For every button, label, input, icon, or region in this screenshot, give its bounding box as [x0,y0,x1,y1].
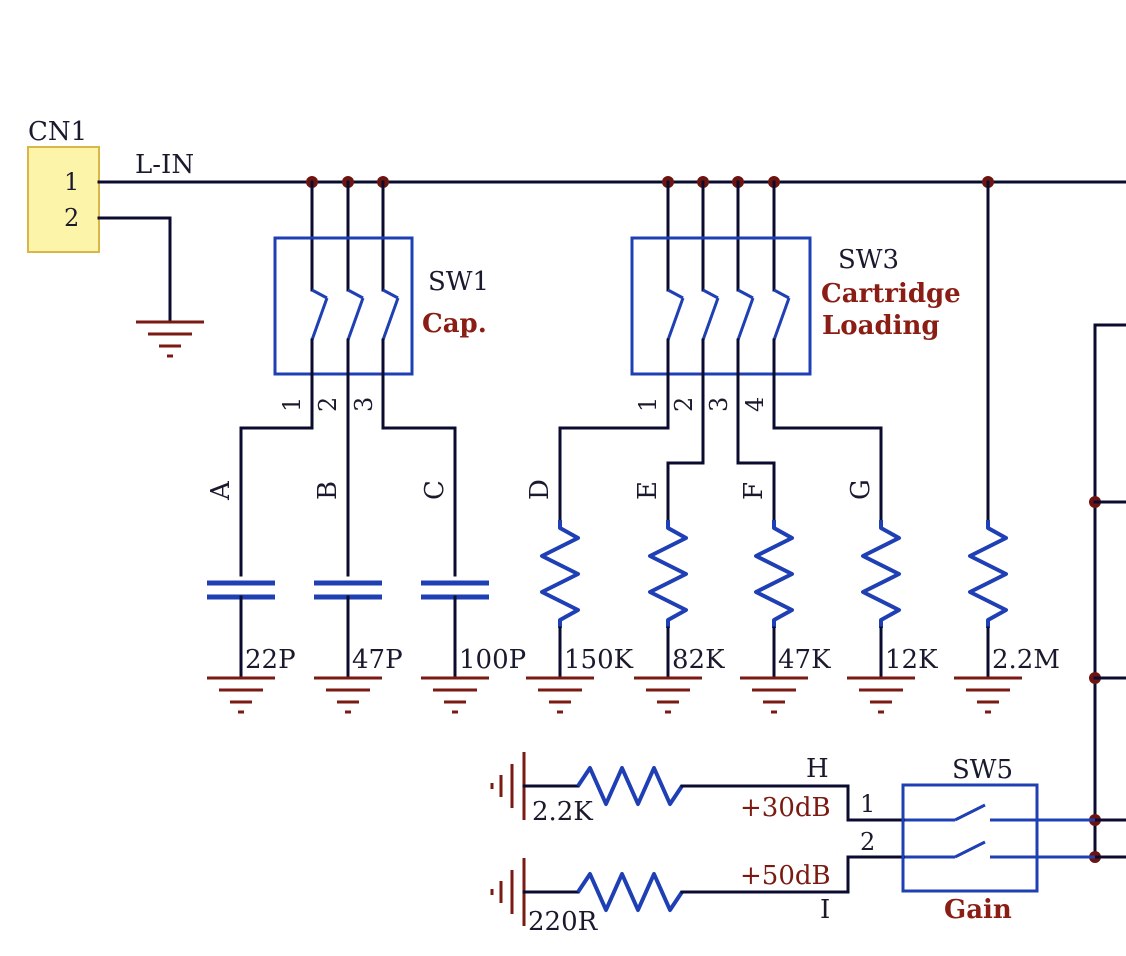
net-label: D [525,479,555,500]
sw3-function-line1: Cartridge [821,279,961,309]
sw1-pin-3: 3 [350,397,378,412]
sw3-blade [666,297,685,341]
sw3-pin-1: 1 [634,397,662,412]
sw3-body [630,236,812,376]
net-label: E [633,481,663,500]
sw1-function: Cap. [422,309,487,339]
sw3-contact [773,288,790,300]
branch-6: 47K F [739,482,831,714]
sw3-pin-4: 4 [741,397,769,412]
component-value: 150K [564,645,634,675]
sw5-ref: SW5 [952,755,1013,785]
switch-sw3: SW3 Cartridge Loading 1 2 3 4 [630,176,961,465]
net-label: G [846,479,876,500]
net-label: F [739,482,769,500]
component-value: 100P [459,645,526,675]
net-label: A [206,480,236,501]
gain-h-label: +30dB [740,793,831,823]
resistor [648,520,688,628]
net-label: C [420,480,450,500]
component-value: 22P [245,645,296,675]
gain-i-ground [490,858,526,926]
connector-body [27,146,100,253]
resistor-i [576,872,684,912]
sw5-function: Gain [944,895,1012,925]
branch-f-wire [736,461,776,522]
connector-ref: CN1 [28,117,87,147]
component-value: 47P [352,645,403,675]
gain-i-label: +50dB [740,861,831,891]
sw3-pin-2: 2 [670,397,698,412]
branch-c-wire [381,426,457,577]
sw3-function-line2: Loading [822,311,940,341]
component-value: 47K [778,645,831,675]
sw5-blade [954,840,986,859]
resistor-i-value: 220R [528,907,599,937]
sw1-blade [346,297,365,341]
sw1-ref: SW1 [428,267,489,297]
sw3-contact [737,288,754,300]
sw1-pin-1: 1 [278,397,306,412]
net-label-l-in: L-IN [135,150,194,180]
connector-ground [97,216,204,358]
net-label-i: I [820,895,830,925]
sw3-blade [736,297,755,341]
branch-4: 150K D [525,479,634,714]
branch-8: 2.2M [954,520,1060,714]
gain-i-wire [680,855,907,894]
branch-g-wire [772,426,883,522]
resistor [861,520,901,628]
branch-5: 82K E [633,481,725,714]
sw5-pin-2: 2 [860,828,875,856]
connector-pin1: 1 [64,168,79,196]
switch-sw1: SW1 Cap. 1 2 3 [273,176,489,577]
branch-a-wire [239,426,314,577]
sw3-blade [701,297,720,341]
resistor-h-value: 2.2K [532,797,593,827]
sw5-body [901,783,1039,893]
sw1-contact [311,288,328,300]
gain-h-ground [490,752,526,820]
connector-cn1: CN1 1 2 L-IN [27,117,194,253]
pin2-wire [97,216,172,324]
right-bus [1089,323,1126,863]
branch-components: 22P A 47P B 100P C 150K D 82K E 47K F 12K G 2.2M [206,479,1060,714]
sw3-blade [772,297,791,341]
connector-pin2: 2 [64,204,79,232]
branch-e-wire [666,461,705,522]
branch-3: 100P C [420,480,526,714]
gain-section: 2.2K H +30dB 220R I +50dB SW5 Gain 1 [490,752,1095,937]
net-label: B [313,481,343,500]
component-value: 2.2M [992,645,1060,675]
sw3-contact [702,288,719,300]
sw1-blade [381,297,400,341]
branch-7: 12K G [846,479,938,714]
net-label-h: H [806,754,829,784]
branch-d-wire [558,426,670,522]
sw1-contact [382,288,399,300]
switch-sw5: SW5 Gain 1 2 [860,755,1095,925]
sw3-ref: SW3 [838,245,899,275]
sw1-pin-2: 2 [314,397,342,412]
sw1-contact [347,288,364,300]
component-value: 82K [672,645,725,675]
resistor [540,520,580,628]
gain-h-wire [680,784,907,822]
branch-2: 47P B [313,481,403,714]
sw5-pin-1: 1 [860,790,875,818]
branch-1: 22P A [206,480,296,714]
sw3-pin-3: 3 [705,397,733,412]
component-value: 12K [885,645,938,675]
sw1-blade [310,297,329,341]
sw1-body [273,236,414,376]
right-bus-wire [1093,323,1126,859]
sw3-contact [667,288,684,300]
resistor-h [576,766,684,806]
sw5-blade [954,803,986,822]
resistor [968,520,1008,628]
resistor [754,520,794,628]
